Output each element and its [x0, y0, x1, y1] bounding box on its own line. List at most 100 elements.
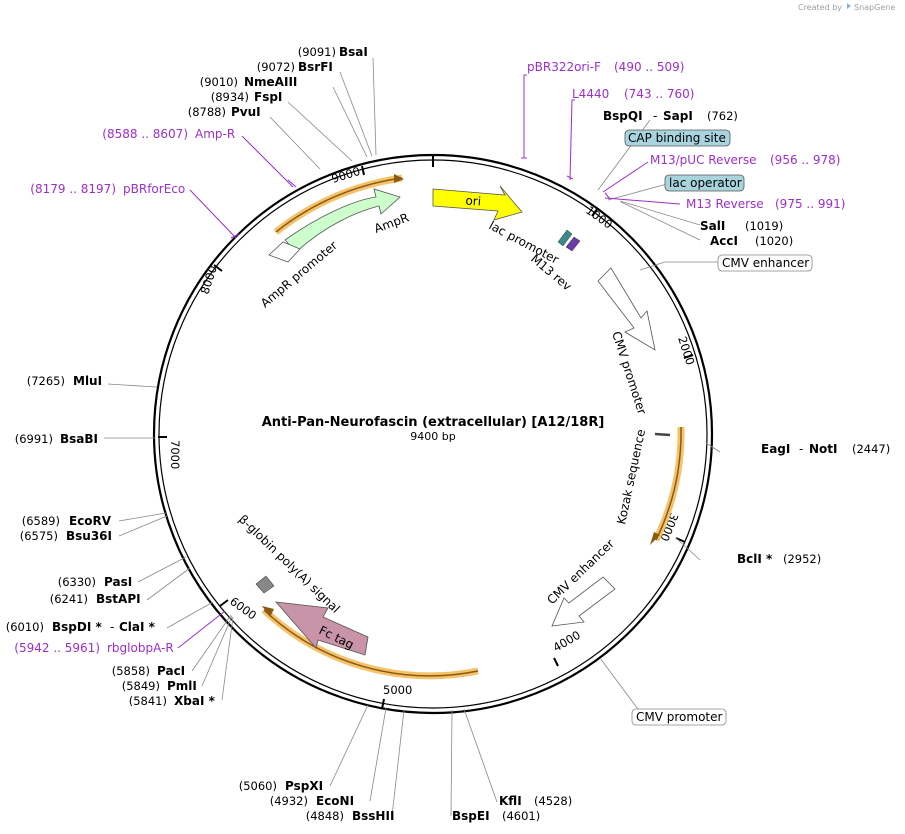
cap-site-box[interactable]: [624, 129, 731, 147]
ecorv-pos: (6589): [22, 514, 60, 528]
mlui-pos: (7265): [27, 374, 65, 388]
plasmid-size: 9400 bp: [410, 430, 455, 443]
l4440-primer-name[interactable]: L4440: [572, 87, 609, 101]
tick-5000: 5000: [383, 683, 412, 697]
cap-site-label: CAP binding site: [628, 131, 726, 145]
cmv-enhancer-label: CMV enhancer: [722, 256, 809, 270]
bstapi-name[interactable]: BstAPI: [96, 592, 141, 606]
bsshii-name[interactable]: BssHII: [352, 809, 394, 823]
ecorv-name[interactable]: EcoRV: [69, 514, 112, 528]
pmli-pos: (5849): [122, 679, 160, 693]
xbai-pos: (5841): [129, 694, 167, 708]
pvui-name[interactable]: PvuI: [231, 105, 261, 119]
bspei-name[interactable]: BspEI: [452, 809, 490, 823]
paci-name[interactable]: PacI: [157, 664, 185, 678]
econi-pos: (4932): [270, 794, 308, 808]
snapgene-logo-icon: [847, 3, 851, 9]
cmv-enhancer-lower-arrow: [551, 576, 616, 627]
ampr-primer-name[interactable]: Amp-R: [195, 127, 235, 141]
fc-tag-arrow: [275, 601, 369, 656]
mlui-name[interactable]: MluI: [73, 374, 102, 388]
pspxi-name[interactable]: PspXI: [285, 779, 323, 793]
bsu36i-pos: (6575): [20, 529, 58, 543]
cmv-enhancer-arrow: [597, 267, 656, 351]
ampr-primer-range: (8588 .. 8607): [102, 127, 188, 141]
bspdi-name[interactable]: BspDI *: [52, 620, 102, 634]
noti-name[interactable]: NotI: [809, 442, 838, 456]
bspqi-name[interactable]: BspQI: [603, 109, 643, 123]
nmeaiii-name[interactable]: NmeAIII: [244, 75, 297, 89]
nmeaiii-pos: (9010): [200, 75, 238, 89]
pmli-name[interactable]: PmlI: [167, 679, 197, 693]
bsai-name[interactable]: BsaI: [339, 45, 368, 59]
pvui-pos: (8788): [188, 105, 226, 119]
lac-operator-box[interactable]: [664, 174, 745, 192]
m13puc-primer-range: (956 .. 978): [770, 153, 840, 167]
tick-1000: 1000: [583, 203, 615, 232]
bspei-pos: (4601): [502, 809, 540, 823]
pbr322-primer-range: (490 .. 509): [614, 60, 684, 74]
pbrforeco-name[interactable]: pBRforEco: [123, 182, 185, 196]
sali-name[interactable]: SalI: [700, 219, 725, 233]
m13puc-primer-name[interactable]: M13/pUC Reverse: [650, 153, 757, 167]
acci-pos: (1020): [755, 234, 793, 248]
cmv-promoter-box[interactable]: [631, 708, 727, 726]
bcli-name[interactable]: BclI *: [737, 552, 773, 566]
pspxi-pos: (5060): [239, 779, 277, 793]
brand-text: SnapGene: [854, 3, 895, 12]
l4440-primer-range: (743 .. 760): [624, 87, 694, 101]
eagi-pos: (2447): [852, 442, 890, 456]
ampr-arrow: [284, 188, 401, 253]
xbai-name[interactable]: XbaI *: [174, 694, 216, 708]
tick-4000: 4000: [551, 628, 583, 655]
ampr-label: AmpR: [372, 210, 410, 235]
betaglobin-block: [255, 575, 275, 594]
cmv-enhancer-box[interactable]: [717, 254, 813, 272]
m13-rev-block: [565, 236, 581, 252]
lac-operator-label: lac operator: [669, 176, 742, 190]
tick-6000: 6000: [227, 594, 259, 623]
lac-promoter-label: lac promoter: [487, 218, 561, 266]
pasi-name[interactable]: PasI: [104, 575, 132, 589]
betaglobin-label: β-globin poly(A) signal: [236, 512, 343, 616]
pbrforeco-range: (8179 .. 8197): [30, 182, 116, 196]
econi-name[interactable]: EcoNI: [316, 794, 354, 808]
orf-arc-top-line: [275, 177, 403, 233]
pbr322-primer-name[interactable]: pBR322ori-F: [527, 60, 601, 74]
primer-lines: [177, 74, 681, 649]
orf-arc-bottom-line: [263, 609, 479, 677]
bsabi-pos: (6991): [15, 432, 53, 446]
fspi-name[interactable]: FspI: [254, 90, 282, 104]
bstapi-pos: (6241): [50, 592, 88, 606]
tick-8000: 8000: [198, 264, 220, 296]
bsrfi-name[interactable]: BsrFI: [298, 60, 333, 74]
kfli-pos: (4528): [534, 794, 572, 808]
tick-7000: 7000: [168, 440, 182, 469]
m13rev-primer-name[interactable]: M13 Reverse: [686, 197, 764, 211]
ori-arrow: [432, 185, 523, 221]
sapi-name[interactable]: SapI: [663, 109, 693, 123]
ampr-promoter-arrow: [268, 241, 301, 263]
eagi-sep: -: [799, 442, 803, 456]
credit-text: Created by: [798, 3, 842, 12]
pasi-pos: (6330): [58, 575, 96, 589]
kozak-label: Kozak sequence: [614, 428, 648, 526]
kfli-name[interactable]: KflI: [499, 794, 522, 808]
bspdi-sep: -: [110, 620, 114, 634]
m13rev-primer-range: (975 .. 991): [775, 197, 845, 211]
eagi-name[interactable]: EagI: [761, 442, 790, 456]
bspdi-pos: (6010): [6, 620, 44, 634]
orf-arc-right-line: [655, 426, 682, 541]
rbglobpa-name[interactable]: rbglobpA-R: [107, 641, 174, 655]
sali-pos: (1019): [745, 219, 783, 233]
bsabi-name[interactable]: BsaBI: [60, 432, 98, 446]
bsrfi-pos: (9072): [257, 60, 295, 74]
clai-name[interactable]: ClaI *: [119, 620, 156, 634]
bsu36i-name[interactable]: Bsu36I: [66, 529, 112, 543]
bp-ticks: [158, 165, 694, 710]
bcli-pos: (2952): [783, 552, 821, 566]
leader-lines: [104, 57, 721, 817]
ori-label: ori: [465, 193, 482, 208]
acci-name[interactable]: AccI: [710, 234, 738, 248]
